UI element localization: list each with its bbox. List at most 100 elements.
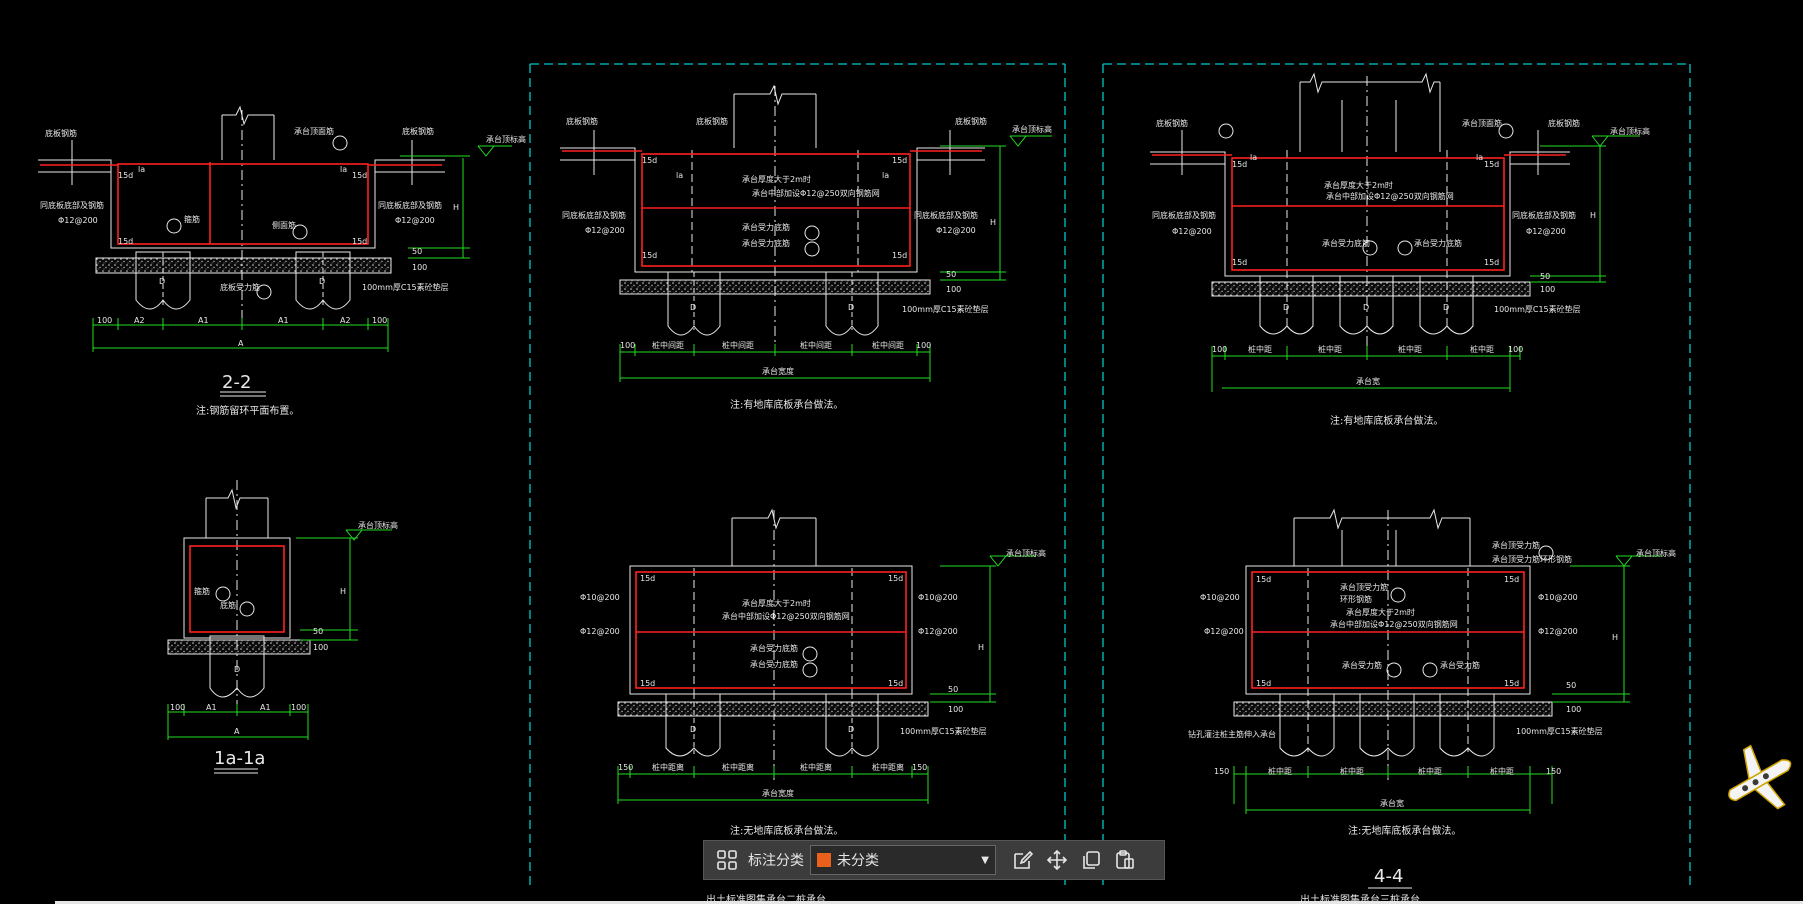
dim-b: 桩中间距 [722, 340, 754, 350]
label-tie-left: 同底板底部及钢筋 [40, 200, 104, 210]
dim-b: 桩中间距 [652, 340, 684, 350]
copy-icon[interactable] [1074, 843, 1108, 877]
label-h: H [990, 218, 996, 227]
dim-b: 桩中距 [1268, 766, 1292, 776]
label-15d: 15d [640, 574, 655, 583]
label-bottom-rebar-right: 底板钢筋 [1548, 118, 1580, 128]
dim-b: 桩中距 [1470, 344, 1494, 354]
label-c15: 100mm厚C15素砼垫层 [1516, 726, 1603, 736]
label-50: 50 [313, 627, 323, 636]
dim-total: 承台宽 [1356, 376, 1380, 386]
frame-right [1102, 63, 1691, 890]
panel-bot-right: 承台顶标高 承台顶受力筋 承台顶受力筋环形钢筋 15d 15d 15d 15d … [1188, 508, 1676, 889]
label-15d: 15d [1484, 160, 1499, 169]
label-c15: 100mm厚C15素砼垫层 [1494, 304, 1581, 314]
move-icon[interactable] [1040, 843, 1074, 877]
label-50: 50 [1566, 681, 1576, 690]
label-thick-note: 承台厚度大于2m时 [1324, 180, 1393, 190]
label-h: H [1612, 633, 1618, 642]
dim-b: 桩中距离 [652, 762, 684, 772]
label-pile-d: D [159, 277, 165, 286]
label-bar-2: 承台受力底筋 [742, 238, 790, 248]
label-la: la [1476, 153, 1483, 162]
label-elevation: 承台顶标高 [1012, 124, 1052, 134]
label-15d: 15d [1504, 575, 1519, 584]
label-bottom-bar: 底板受力筋 [220, 282, 260, 292]
label-15d: 15d [1256, 575, 1271, 584]
section-title-1a-1a: 1a-1a [214, 748, 265, 769]
frame-right-caption: 出土标准图集承台三桩承台 [1300, 893, 1420, 904]
dim-b: 桩中距离 [722, 762, 754, 772]
grid-icon[interactable] [710, 843, 744, 877]
dim-a2: A2 [340, 316, 351, 325]
panel-top-mid-note: 注:有地库底板承台做法。 [730, 398, 843, 411]
label-15d: 15d [1484, 258, 1499, 267]
label-phi-left: Φ12@200 [585, 226, 625, 235]
panel-top-right-note: 注:有地库底板承台做法。 [1330, 414, 1443, 427]
label-elevation: 承台顶标高 [358, 520, 398, 530]
label-15d: 15d [352, 171, 367, 180]
label-elevation: 承台顶标高 [1636, 548, 1676, 558]
label-side-note: 钻孔灌注桩主筋伸入承台 [1188, 729, 1276, 739]
label-side-ring: 承台顶受力筋 [1340, 582, 1388, 592]
label-15d: 15d [640, 679, 655, 688]
label-top-ring: 承台顶受力筋环形钢筋 [1492, 554, 1572, 564]
label-bottom-rebar-left: 底板钢筋 [566, 116, 598, 126]
label-15d: 15d [1232, 258, 1247, 267]
label-phi-left-2: Φ12@200 [580, 627, 620, 636]
dim-100: 100 [1508, 345, 1523, 354]
label-phi-right-2: Φ12@200 [1538, 627, 1578, 636]
label-bar-2: 承台受力底筋 [750, 659, 798, 669]
label-c15: 100mm厚C15素砼垫层 [362, 282, 449, 292]
dim-150: 150 [912, 763, 927, 772]
label-phi-left: Φ12@200 [1172, 227, 1212, 236]
dim-a2: A2 [134, 316, 145, 325]
section-2-2: 底板钢筋 承台顶面筋 底板钢筋 承台顶标高 la la 15d 15d 15d … [38, 105, 526, 417]
label-15d: 15d [642, 251, 657, 260]
paste-icon[interactable] [1108, 843, 1142, 877]
dim-a1: A1 [206, 703, 217, 712]
dim-b: 桩中距离 [872, 762, 904, 772]
dim-100: 100 [170, 703, 185, 712]
panel-bot-mid: 承台顶标高 15d 15d 15d 15d Φ10@200 Φ12@200 Φ1… [580, 508, 1046, 837]
category-select[interactable]: 未分类 ▼ [810, 845, 996, 875]
dim-100: 100 [372, 316, 387, 325]
label-15d: 15d [892, 251, 907, 260]
bottom-status-strip [55, 901, 1803, 904]
dim-b: 桩中距 [1340, 766, 1364, 776]
label-stirrup: 箍筋 [194, 586, 210, 596]
dim-a1: A1 [260, 703, 271, 712]
label-bar-1: 承台受力筋 [1342, 660, 1382, 670]
label-la: la [882, 171, 889, 180]
label-c15: 100mm厚C15素砼垫层 [900, 726, 987, 736]
label-100: 100 [412, 263, 427, 272]
label-15d: 15d [888, 679, 903, 688]
dim-100: 100 [620, 341, 635, 350]
section-1a-1a: 承台顶标高 箍筋 底筋 H 50 100 D 100 A1 A1 100 A 1… [167, 480, 398, 774]
label-mid-mesh: 承台中部加设Φ12@250双向钢筋网 [1330, 619, 1458, 629]
label-100: 100 [313, 643, 328, 652]
label-thick-note: 承台厚度大于2m时 [1346, 607, 1415, 617]
dim-b: 桩中距离 [800, 762, 832, 772]
label-pile-d: D [690, 725, 696, 734]
label-15d: 15d [1232, 160, 1247, 169]
label-bottom-rebar-left: 底板钢筋 [1156, 118, 1188, 128]
plane-widget-icon[interactable] [1713, 733, 1803, 827]
label-c15: 100mm厚C15素砼垫层 [902, 304, 989, 314]
section-title-4-4: 4-4 [1374, 866, 1403, 887]
label-thick-note: 承台厚度大于2m时 [742, 174, 811, 184]
label-la: la [138, 165, 145, 174]
label-15d: 15d [118, 237, 133, 246]
edit-icon[interactable] [1006, 843, 1040, 877]
dim-b: 桩中间距 [800, 340, 832, 350]
panel-top-right: 底板钢筋 承台顶面筋 底板钢筋 承台顶标高 15d 15d 15d 15d la… [1150, 72, 1650, 427]
label-pile-d: D [848, 725, 854, 734]
label-phi-left-1: Φ10@200 [580, 593, 620, 602]
dim-100: 100 [916, 341, 931, 350]
label-tie-left: 同底板底部及钢筋 [1152, 210, 1216, 220]
label-50: 50 [946, 270, 956, 279]
label-pile-d: D [234, 665, 240, 674]
label-50: 50 [412, 247, 422, 256]
label-100: 100 [948, 705, 963, 714]
